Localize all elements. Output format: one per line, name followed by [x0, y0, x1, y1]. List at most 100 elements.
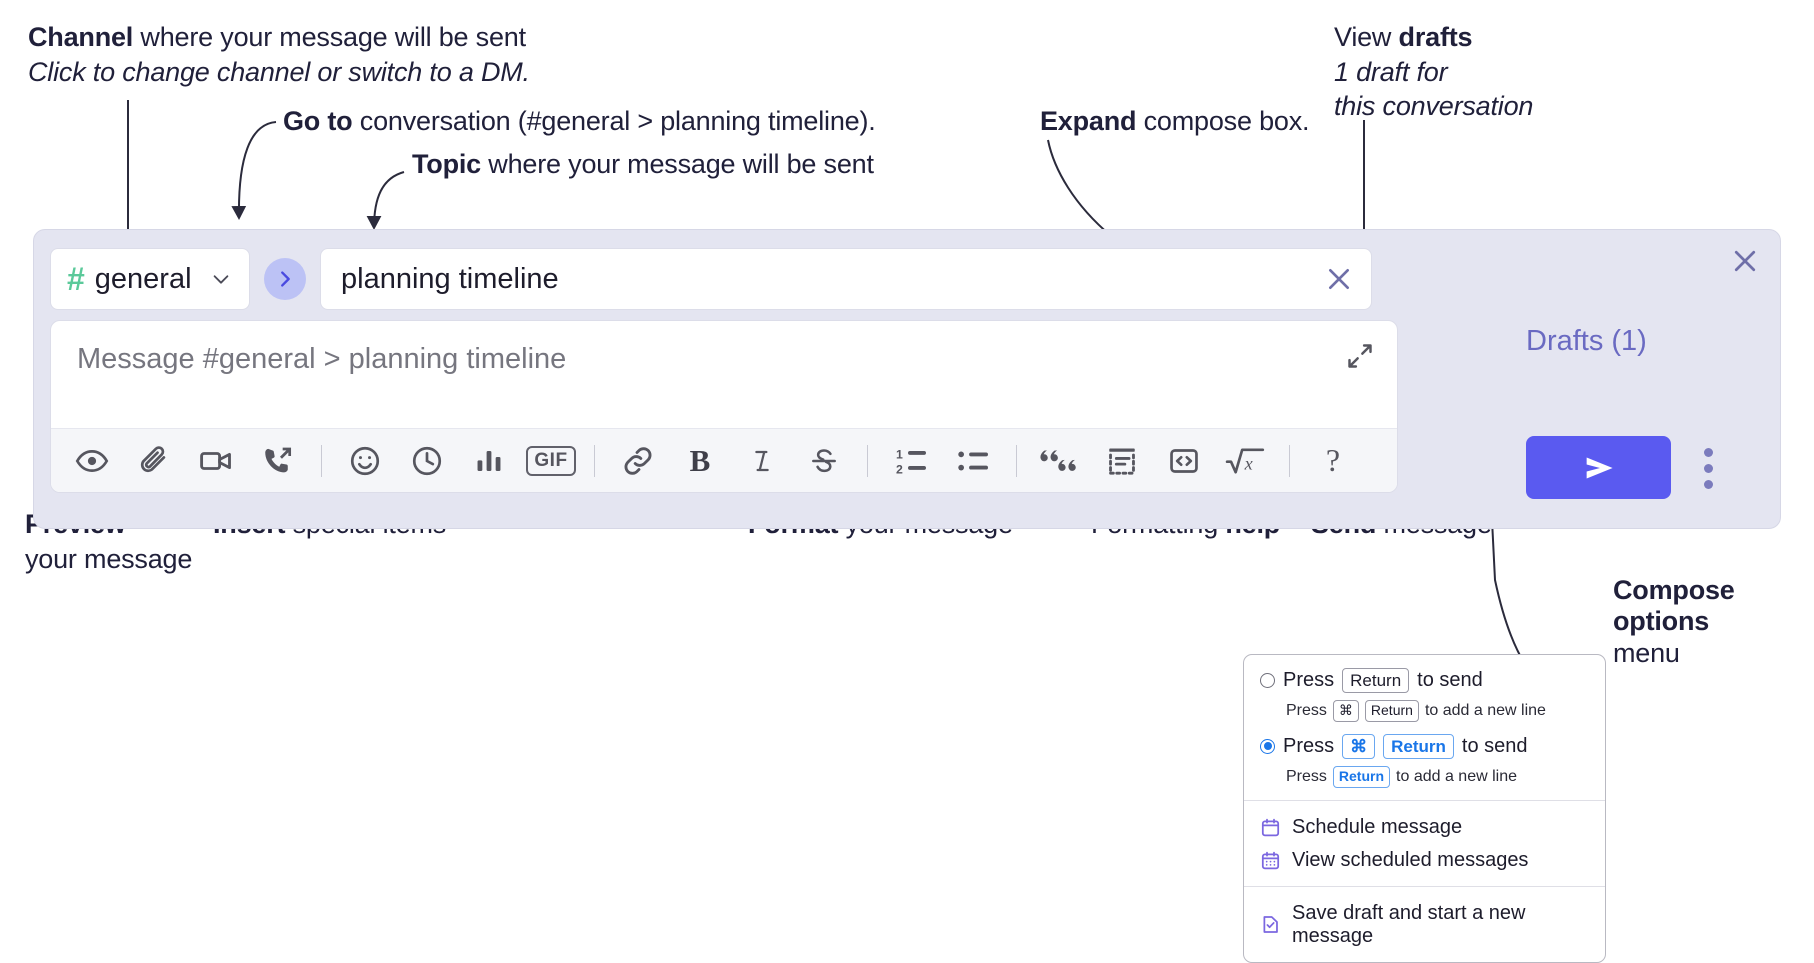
compose-box: # general planning timeline Message #gen… [33, 229, 1781, 529]
goto-conversation-button[interactable] [264, 258, 306, 300]
poll-bar-chart-icon [477, 450, 501, 471]
menu-option-cmd-return-to-send[interactable]: Press ⌘ Return to send [1244, 731, 1605, 762]
expand-compose-button[interactable] [1339, 335, 1381, 377]
annotation-expand-rest: compose box. [1136, 106, 1310, 136]
poll-button[interactable] [464, 436, 514, 486]
gif-button[interactable]: GIF [526, 436, 576, 486]
inline-code-button[interactable] [1159, 436, 1209, 486]
strikethrough-icon [812, 448, 836, 472]
menu-section-send-keys: Press Return to send Press ⌘ Return to a… [1244, 655, 1605, 800]
annotation-drafts: View drafts 1 draft for this conversatio… [1334, 22, 1533, 122]
message-placeholder: Message #general > planning timeline [77, 343, 567, 375]
video-clip-button[interactable] [191, 436, 241, 486]
compose-options-button[interactable] [1690, 440, 1726, 496]
more-options-dot [1703, 463, 1713, 473]
menu-item-view-scheduled-messages[interactable]: View scheduled messages [1244, 844, 1605, 877]
link-button[interactable] [613, 436, 663, 486]
emoji-button[interactable] [340, 436, 390, 486]
menu-section-schedule: Schedule message View scheduled messages [1244, 799, 1605, 886]
key-return: Return [1342, 668, 1410, 694]
toolbar-separator [321, 444, 322, 477]
chevron-right-icon [281, 271, 290, 287]
emoji-icon [350, 446, 380, 475]
annotation-topic-bold: Topic [412, 149, 481, 179]
svg-text:2: 2 [896, 462, 903, 476]
topic-input[interactable]: planning timeline [320, 248, 1372, 310]
math-icon: x [1225, 447, 1265, 474]
close-icon [1734, 250, 1756, 272]
annotation-drafts-bold: drafts [1398, 22, 1473, 52]
more-options-vertical-icon [1703, 447, 1713, 457]
radio-button[interactable] [1260, 673, 1275, 689]
strikethrough-button[interactable] [799, 436, 849, 486]
menu-option-return-sub: Press ⌘ Return to add a new line [1244, 697, 1605, 725]
annotation-expand: Expand compose box. [1040, 106, 1310, 137]
clear-topic-button[interactable] [1315, 255, 1363, 303]
close-icon [1329, 269, 1349, 289]
blockquote-button[interactable] [1035, 436, 1085, 486]
option2-sub-tail: to add a new line [1396, 767, 1518, 785]
annotation-compose-options-line3: menu [1613, 637, 1680, 668]
reminder-button[interactable] [402, 436, 452, 486]
option1-tosend: to send [1417, 669, 1483, 692]
formatting-help-button[interactable]: ? [1308, 436, 1358, 486]
math-button[interactable]: x [1221, 436, 1271, 486]
annotation-goto-bold: Go to [283, 106, 353, 136]
expand-icon [1348, 344, 1372, 368]
ordered-list-button[interactable]: 1 2 [886, 436, 936, 486]
annotation-topic: Topic where your message will be sent [412, 149, 874, 180]
bulleted-list-button[interactable] [948, 436, 998, 486]
phone-forward-icon [265, 447, 292, 472]
annotation-drafts-pre: View [1334, 22, 1399, 52]
annotation-channel-rest: where your message will be sent [133, 22, 526, 52]
annotation-expand-bold: Expand [1040, 106, 1137, 136]
annotation-channel-subtitle: Click to change channel or switch to a D… [28, 57, 530, 88]
document-check-icon [1260, 914, 1281, 935]
menu-item-label: View scheduled messages [1292, 848, 1529, 871]
compose-header: # general planning timeline [50, 248, 1372, 310]
option1-sub-press: Press [1286, 702, 1327, 719]
close-compose-button[interactable] [1724, 240, 1766, 282]
chevron-down-icon [210, 268, 232, 290]
code-block-icon [1109, 448, 1135, 475]
preview-button[interactable] [67, 436, 117, 486]
send-message-button[interactable] [1526, 436, 1671, 499]
code-block-button[interactable] [1097, 436, 1147, 486]
menu-item-save-draft[interactable]: Save draft and start a new message [1244, 897, 1605, 953]
option2-press: Press [1283, 734, 1335, 757]
menu-option-return-to-send[interactable]: Press Return to send [1244, 665, 1605, 696]
help-icon: ? [1325, 442, 1341, 478]
radio-button-selected[interactable] [1260, 738, 1275, 754]
link-icon [624, 446, 652, 475]
gif-icon: GIF [526, 445, 576, 476]
clock-icon [412, 446, 442, 475]
annotation-goto-rest: conversation (#general > planning timeli… [352, 106, 876, 136]
drafts-link[interactable]: Drafts (1) [1526, 325, 1647, 357]
bold-button[interactable]: B [675, 436, 725, 486]
annotation-compose-options-line2: options [1613, 606, 1710, 637]
message-compose-area: Message #general > planning timeline [50, 320, 1398, 493]
toolbar-separator [1289, 444, 1290, 477]
menu-option-cmd-return-sub: Press Return to add a new line [1244, 763, 1605, 791]
annotation-topic-rest: where your message will be sent [481, 149, 874, 179]
annotation-channel: Channel where your message will be sent … [28, 22, 530, 89]
svg-text:1: 1 [896, 447, 903, 461]
menu-item-schedule-message[interactable]: Schedule message [1244, 811, 1605, 844]
ordered-list-icon: 1 2 [896, 447, 926, 476]
video-camera-icon [200, 451, 231, 470]
attachment-button[interactable] [129, 436, 179, 486]
key-command: ⌘ [1332, 700, 1359, 722]
italic-button[interactable] [737, 436, 787, 486]
preview-icon [75, 449, 109, 472]
key-return: Return [1364, 700, 1419, 722]
more-options-dot [1703, 479, 1713, 489]
channel-selector[interactable]: # general [50, 248, 250, 310]
calendar-schedule-icon [1260, 817, 1281, 838]
menu-item-label: Schedule message [1292, 815, 1463, 838]
hash-icon: # [67, 261, 85, 297]
menu-section-draft: Save draft and start a new message [1244, 885, 1605, 962]
message-input[interactable]: Message #general > planning timeline [51, 321, 1397, 428]
attachment-icon [140, 445, 166, 472]
option2-sub-press: Press [1286, 767, 1327, 785]
audio-clip-button[interactable] [253, 436, 303, 486]
